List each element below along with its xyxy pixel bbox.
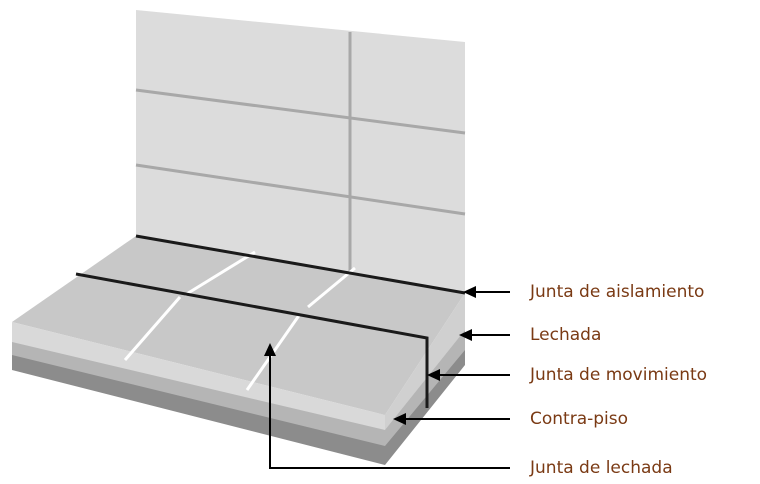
arrowhead-icon bbox=[427, 369, 440, 381]
wall-tile-surface bbox=[136, 10, 465, 293]
movement-joint-line bbox=[75, 272, 429, 408]
wall-joint-horizontal bbox=[135, 88, 466, 135]
floor-grout-joint bbox=[123, 296, 182, 361]
isolation-joint-line bbox=[135, 234, 466, 295]
floor-grout-joint bbox=[184, 250, 256, 297]
floor-tile-edge bbox=[12, 322, 385, 430]
arrowhead-icon bbox=[463, 286, 476, 298]
arrow-grout-joint bbox=[269, 353, 510, 469]
arrowhead-icon bbox=[264, 343, 276, 356]
floor-grout-joint bbox=[307, 266, 356, 309]
label-grout-joint: Junta de lechada bbox=[530, 458, 673, 478]
arrowhead-icon bbox=[459, 329, 472, 341]
floor-tile-surface bbox=[12, 236, 465, 415]
floor-tile-side-edge bbox=[385, 293, 465, 430]
floor bbox=[12, 234, 466, 465]
label-subfloor: Contra-piso bbox=[530, 409, 629, 429]
arrowhead-icon bbox=[393, 413, 406, 425]
wall-joint-horizontal bbox=[135, 163, 466, 216]
label-movement-joint: Junta de movimiento bbox=[530, 365, 708, 385]
callout-arrows bbox=[264, 286, 510, 469]
wall bbox=[135, 10, 466, 293]
label-grout: Lechada bbox=[530, 325, 602, 345]
label-isolation-joint: Junta de aislamiento bbox=[530, 282, 705, 302]
